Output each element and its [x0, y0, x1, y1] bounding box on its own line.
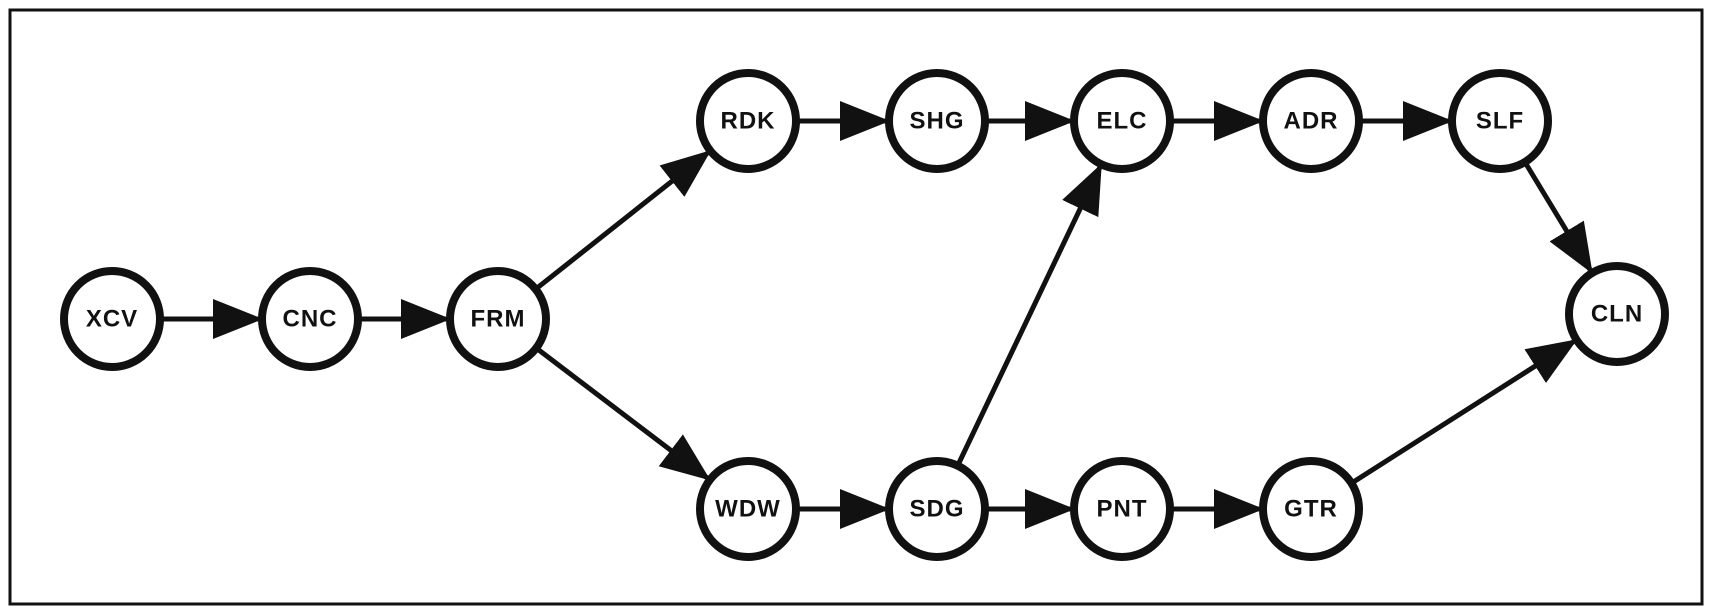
node-circle [1259, 69, 1363, 173]
node-pnt: PNT [1070, 457, 1174, 561]
node-circle [885, 457, 989, 561]
node-wdw: WDW [696, 457, 800, 561]
node-sdg: SDG [885, 457, 989, 561]
node-circle [1070, 69, 1174, 173]
node-label: RDK [721, 108, 776, 135]
node-label: SDG [909, 496, 964, 523]
node-label: PNT [1097, 496, 1148, 523]
node-cln: CLN [1565, 262, 1669, 366]
node-circle [696, 457, 800, 561]
diagram-frame [8, 8, 1704, 606]
edges-layer [162, 101, 1593, 529]
node-label: ADR [1284, 108, 1339, 135]
edge-gtr-to-cln [1351, 339, 1578, 485]
node-circle [696, 69, 800, 173]
node-label: CLN [1591, 301, 1643, 328]
node-label: XCV [86, 306, 138, 333]
edge-sdg-to-elc [956, 163, 1102, 465]
node-circle [1565, 262, 1669, 366]
node-adr: ADR [1259, 69, 1363, 173]
node-circle [1448, 69, 1552, 173]
node-label: ELC [1097, 108, 1148, 135]
node-frm: FRM [446, 267, 550, 371]
edge-frm-to-wdw [536, 347, 711, 481]
node-label: WDW [715, 496, 781, 523]
node-label: GTR [1284, 496, 1338, 523]
node-shg: SHG [885, 69, 989, 173]
node-circle [258, 267, 362, 371]
edge-slf-to-cln [1523, 162, 1593, 274]
node-label: SLF [1476, 108, 1524, 135]
node-circle [446, 267, 550, 371]
node-circle [60, 267, 164, 371]
node-xcv: XCV [60, 267, 164, 371]
node-cnc: CNC [258, 267, 362, 371]
nodes-layer: XCV CNC FRM RDK SHG ELC ADR SLF CLN WDW SDG PNT GTR [60, 69, 1669, 561]
node-gtr: GTR [1259, 457, 1363, 561]
node-circle [885, 69, 989, 173]
node-label: SHG [909, 108, 964, 135]
edge-frm-to-rdk [535, 150, 712, 290]
node-circle [1070, 457, 1174, 561]
node-rdk: RDK [696, 69, 800, 173]
node-slf: SLF [1448, 69, 1552, 173]
node-label: CNC [283, 306, 338, 333]
node-label: FRM [471, 306, 526, 333]
node-circle [1259, 457, 1363, 561]
node-elc: ELC [1070, 69, 1174, 173]
